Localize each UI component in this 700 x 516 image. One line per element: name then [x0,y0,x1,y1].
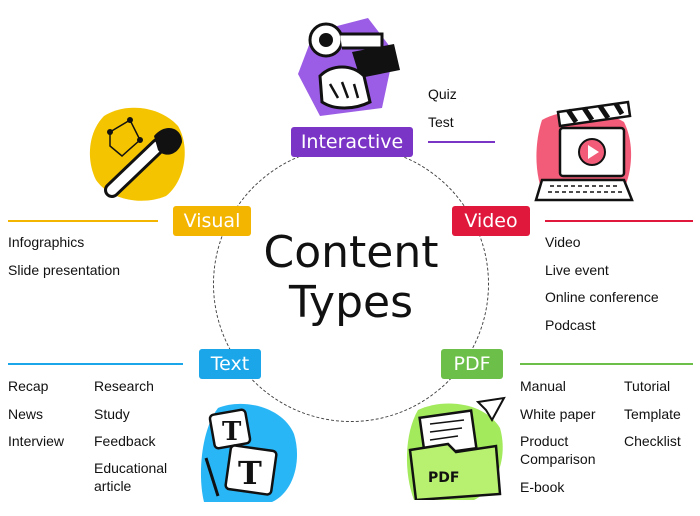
visual-label: Visual [173,206,251,236]
pdf-item-template: Template [624,406,681,422]
video-label: Video [452,206,530,236]
pdf-underline [520,363,693,365]
text-item-news: News [8,406,44,422]
title-line-1: Content [263,227,439,278]
pdf-item-e-book: E-book [520,479,565,495]
pdf-item-tutorial: Tutorial [624,378,671,394]
pdf-item-checklist: Checklist [624,433,681,449]
video-item-podcast: Podcast [545,317,596,333]
text-item-feedback: Feedback [94,433,156,449]
visual-item-infographics: Infographics [8,234,85,250]
text-item-study: Study [94,406,130,422]
video-underline [545,220,693,222]
pdf-item-product-comparison: Product Comparison [520,433,596,467]
interactive-underline [428,141,495,143]
pdf-label: PDF [441,349,503,379]
pdf-item-white-paper: White paper [520,406,596,422]
hand-touch-icon [298,18,400,116]
visual-underline [8,220,158,222]
paintbrush-icon [89,107,185,201]
interactive-item-test: Test [428,114,454,130]
pdf-folder-icon: PDF [406,396,506,500]
text-label: Text [199,349,261,379]
interactive-item-quiz: Quiz [428,86,457,102]
video-item-live-event: Live event [545,262,609,278]
pdf-item-manual: Manual [520,378,566,394]
text-item-educational-article: Educational article [94,460,168,494]
text-item-research: Research [94,378,154,394]
svg-text:T: T [222,417,242,447]
text-blocks-icon: T T [200,403,298,502]
diagram-title: Content Types [213,228,489,328]
text-underline [8,363,183,365]
clapperboard-laptop-icon [534,100,634,202]
text-item-interview: Interview [8,433,65,449]
title-line-2: Types [289,277,413,328]
text-item-recap: Recap [8,378,49,394]
video-item-video: Video [545,234,581,250]
svg-text:T: T [238,454,262,492]
interactive-label: Interactive [291,127,413,157]
visual-item-slide-presentation: Slide presentation [8,262,121,278]
pdf-badge: PDF [428,470,459,486]
video-item-online-conference: Online conference [545,289,659,305]
